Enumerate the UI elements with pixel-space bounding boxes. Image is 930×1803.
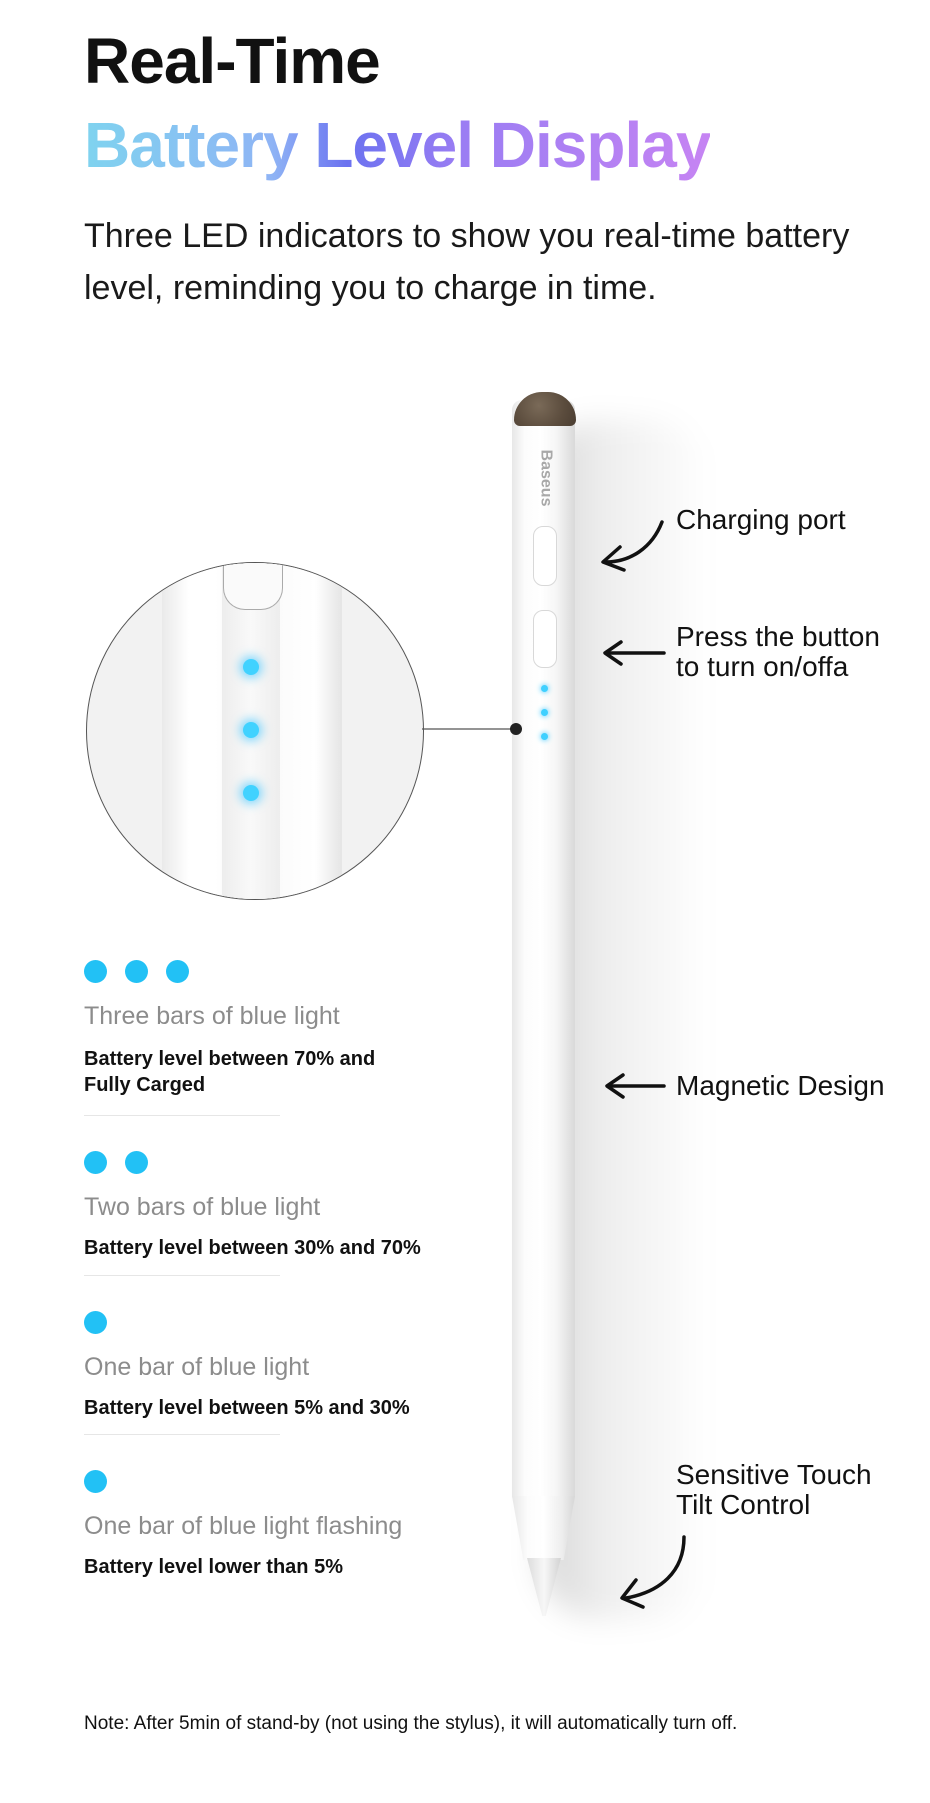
stylus-led-3	[541, 733, 548, 740]
legend-title: One bar of blue light flashing	[84, 1512, 403, 1540]
stylus-taper	[512, 1496, 575, 1560]
zoom-led-1	[243, 659, 259, 675]
legend-divider	[84, 1434, 280, 1435]
led-zoom-circle	[86, 562, 424, 900]
callout-charging-port: Charging port	[676, 504, 846, 535]
charging-port	[533, 526, 557, 586]
legend-title: Two bars of blue light	[84, 1193, 321, 1221]
page-subtitle: Three LED indicators to show you real-ti…	[84, 217, 850, 307]
stylus-led-2	[541, 709, 548, 716]
legend-desc-line1: Battery level between 30% and 70%	[84, 1237, 421, 1259]
blue-light-dot	[84, 1311, 107, 1334]
legend-dots-three	[84, 960, 189, 983]
legend-desc-line1: Battery level lower than 5%	[84, 1556, 343, 1578]
legend-dots-one	[84, 1311, 107, 1334]
arrow-charging-port	[604, 520, 664, 564]
legend-title: One bar of blue light	[84, 1353, 310, 1381]
zoom-led-3	[243, 785, 259, 801]
zoom-led-2	[243, 722, 259, 738]
blue-light-dot	[166, 960, 189, 983]
zoom-leader-dot	[510, 723, 522, 735]
arrow-head-charging-port	[601, 545, 626, 572]
page-title-line-1: Real-Time	[84, 25, 381, 97]
arrow-head-magnetic	[605, 1073, 625, 1099]
footnote: Note: After 5min of stand-by (not using …	[84, 1713, 738, 1734]
legend-dots-two	[84, 1151, 148, 1174]
arrow-head-power-button	[603, 640, 623, 666]
legend-desc-line1: Battery level between 5% and 30%	[84, 1397, 410, 1419]
legend-desc-line2: Fully Carged	[84, 1074, 206, 1096]
callout-touch-line1: Sensitive Touch	[676, 1459, 872, 1490]
page-title-line-2: Battery Level Display	[84, 109, 711, 181]
arrow-touch-tilt	[624, 1535, 686, 1600]
callout-power-button-line1: Press the button	[676, 621, 880, 652]
callout-touch-line2: Tilt Control	[676, 1489, 811, 1520]
blue-light-dot	[125, 1151, 148, 1174]
callout-magnetic: Magnetic Design	[676, 1070, 885, 1101]
legend-desc-line1: Battery level between 70% and	[84, 1048, 376, 1070]
blue-light-dot	[84, 1470, 107, 1493]
stylus-cap	[514, 392, 576, 426]
stylus-led-1	[541, 685, 548, 692]
legend-divider	[84, 1275, 280, 1276]
power-button	[533, 610, 557, 668]
blue-light-dot	[84, 960, 107, 983]
blue-light-dot	[84, 1151, 107, 1174]
callout-power-button-line2: to turn on/offa	[676, 651, 849, 682]
zoom-port-notch	[223, 563, 283, 610]
arrow-head-touch-tilt	[620, 1578, 645, 1609]
legend-divider	[84, 1115, 280, 1116]
legend-dots-one-flashing	[84, 1470, 107, 1493]
legend-title: Three bars of blue light	[84, 1002, 340, 1030]
blue-light-dot	[125, 960, 148, 983]
